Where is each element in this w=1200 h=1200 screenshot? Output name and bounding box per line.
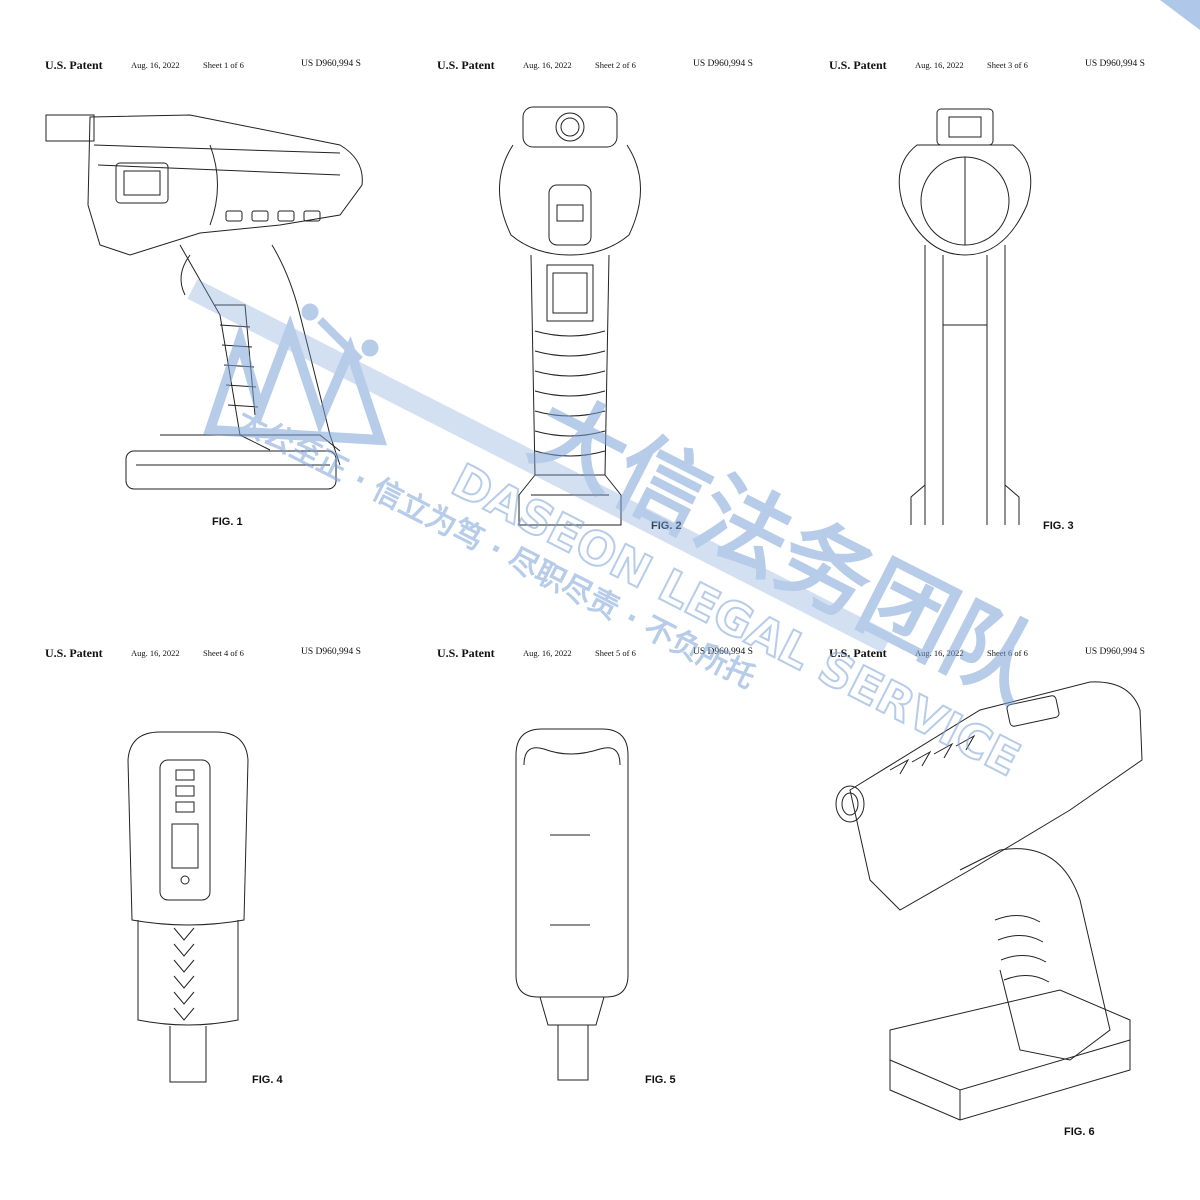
figure-label: FIG. 3 [1043,520,1074,532]
fig-5-bottom-view-drawing [510,725,635,1085]
patent-label: U.S. Patent [829,646,887,660]
patent-number: US D960,994 S [1085,647,1145,657]
figure-label: FIG. 4 [252,1074,283,1086]
figure-label: FIG. 2 [651,520,682,532]
patent-label: U.S. Patent [437,646,495,660]
patent-number: US D960,994 S [693,59,753,69]
patent-date: Aug. 16, 2022 [915,648,964,658]
sheet-header: U.S. Patent Aug. 16, 2022 Sheet 1 of 6 U… [45,58,437,76]
patent-label: U.S. Patent [829,58,887,72]
fig-4-top-view-drawing [120,730,255,1090]
fig-1-side-view-drawing [40,105,380,505]
patent-label: U.S. Patent [45,58,103,72]
patent-date: Aug. 16, 2022 [915,60,964,70]
sheet-number: Sheet 3 of 6 [987,60,1028,70]
figure-label: FIG. 6 [1064,1126,1095,1138]
sheet-4: U.S. Patent Aug. 16, 2022 Sheet 4 of 6 U… [45,588,437,1176]
sheet-header: U.S. Patent Aug. 16, 2022 Sheet 6 of 6 U… [829,646,1200,664]
fig-3-front-view-drawing [895,105,1035,535]
patent-number: US D960,994 S [301,647,361,657]
patent-number: US D960,994 S [1085,59,1145,69]
patent-date: Aug. 16, 2022 [523,648,572,658]
patent-number: US D960,994 S [301,59,361,69]
fig-6-perspective-drawing [830,670,1150,1150]
patent-date: Aug. 16, 2022 [131,648,180,658]
sheet-number: Sheet 2 of 6 [595,60,636,70]
sheet-number: Sheet 1 of 6 [203,60,244,70]
sheet-header: U.S. Patent Aug. 16, 2022 Sheet 2 of 6 U… [437,58,829,76]
patent-number: US D960,994 S [693,647,753,657]
patent-date: Aug. 16, 2022 [523,60,572,70]
sheet-number: Sheet 6 of 6 [987,648,1028,658]
sheet-3: U.S. Patent Aug. 16, 2022 Sheet 3 of 6 U… [829,0,1200,588]
sheet-2: U.S. Patent Aug. 16, 2022 Sheet 2 of 6 U… [437,0,829,588]
sheet-header: U.S. Patent Aug. 16, 2022 Sheet 4 of 6 U… [45,646,437,664]
patent-label: U.S. Patent [45,646,103,660]
patent-label: U.S. Patent [437,58,495,72]
sheet-number: Sheet 5 of 6 [595,648,636,658]
sheet-6: U.S. Patent Aug. 16, 2022 Sheet 6 of 6 U… [829,588,1200,1176]
figure-label: FIG. 1 [212,516,243,528]
figure-label: FIG. 5 [645,1074,676,1086]
patent-date: Aug. 16, 2022 [131,60,180,70]
sheet-5: U.S. Patent Aug. 16, 2022 Sheet 5 of 6 U… [437,588,829,1176]
sheet-number: Sheet 4 of 6 [203,648,244,658]
sheet-header: U.S. Patent Aug. 16, 2022 Sheet 5 of 6 U… [437,646,829,664]
sheet-header: U.S. Patent Aug. 16, 2022 Sheet 3 of 6 U… [829,58,1200,76]
fig-2-rear-view-drawing [495,105,645,535]
sheet-1: U.S. Patent Aug. 16, 2022 Sheet 1 of 6 U… [45,0,437,588]
